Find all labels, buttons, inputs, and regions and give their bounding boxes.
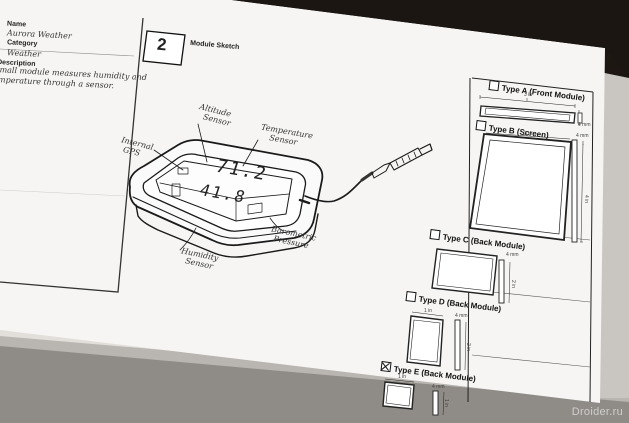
type-e-height: 1 in bbox=[443, 398, 450, 408]
type-d-height: 2 in bbox=[465, 342, 472, 352]
type-a-drawing bbox=[479, 95, 583, 126]
type-b-checkbox[interactable] bbox=[475, 120, 487, 132]
type-e-width: 1 in bbox=[398, 374, 407, 380]
type-d-width: 1 in bbox=[424, 308, 433, 314]
step-number-box bbox=[142, 30, 186, 66]
type-c-height: 2 in bbox=[510, 279, 517, 289]
name-label: Name bbox=[6, 20, 27, 29]
type-a-width: 3 in bbox=[524, 92, 533, 98]
type-b-height: 4 in bbox=[583, 194, 590, 204]
form-panel-border bbox=[0, 17, 144, 293]
type-c-checkbox[interactable] bbox=[429, 229, 441, 241]
step-number: 2 bbox=[156, 34, 168, 55]
type-a-depth: 4 mm bbox=[578, 122, 591, 128]
type-a-checkbox[interactable] bbox=[488, 80, 500, 92]
watermark: Droider.ru bbox=[571, 406, 623, 418]
weather-module-sketch bbox=[128, 123, 433, 258]
type-d-drawing bbox=[406, 311, 467, 371]
type-e-checkbox-checked[interactable] bbox=[380, 361, 392, 373]
type-d-depth: 4 mm bbox=[455, 313, 468, 319]
type-b-depth: 4 mm bbox=[576, 133, 589, 139]
type-d-checkbox[interactable] bbox=[405, 291, 417, 303]
type-e-depth: 4 mm bbox=[432, 384, 445, 390]
type-c-depth: 4 mm bbox=[506, 252, 519, 258]
type-c-drawing bbox=[431, 248, 511, 304]
type-e-drawing bbox=[382, 378, 445, 416]
type-b-width: 3 in bbox=[524, 131, 533, 137]
type-b-drawing bbox=[468, 132, 584, 243]
category-value: Weather bbox=[6, 48, 42, 59]
